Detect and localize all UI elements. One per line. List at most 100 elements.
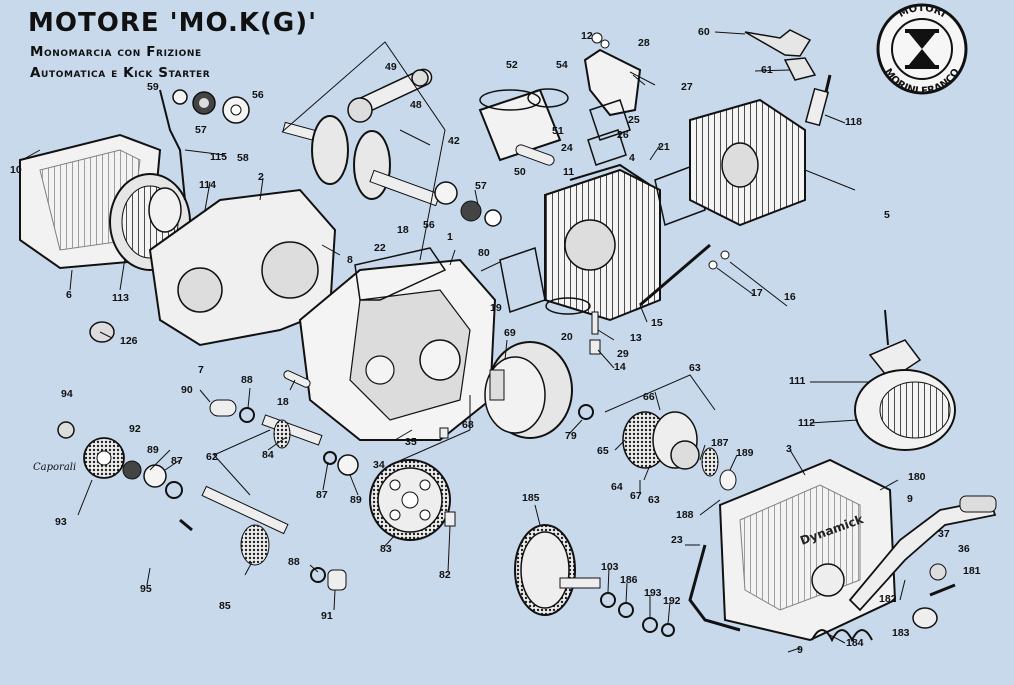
part-number-label: 15 bbox=[651, 317, 663, 329]
part-rubber-183 bbox=[912, 607, 938, 629]
part-number-label: 82 bbox=[439, 569, 451, 581]
part-piston bbox=[478, 88, 569, 166]
part-number-label: 63 bbox=[648, 494, 660, 506]
part-number-label: 111 bbox=[789, 375, 806, 387]
part-number-label: 189 bbox=[736, 447, 754, 459]
part-sprocket bbox=[83, 437, 125, 479]
part-number-label: 4 bbox=[629, 152, 635, 164]
diagram-title: MOTORE 'MO.K(G)' bbox=[28, 8, 318, 38]
part-number-label: 60 bbox=[698, 26, 710, 38]
part-number-label: 88 bbox=[288, 556, 300, 568]
part-spring-184 bbox=[811, 629, 873, 643]
part-number-label: 56 bbox=[252, 89, 264, 101]
part-number-label: 187 bbox=[711, 437, 729, 449]
part-gasket-19 bbox=[499, 247, 546, 313]
part-washer-88 bbox=[239, 407, 255, 423]
part-number-label: 34 bbox=[373, 459, 385, 471]
part-number-label: 27 bbox=[681, 81, 693, 93]
part-number-label: 87 bbox=[171, 455, 183, 467]
part-number-label: 180 bbox=[908, 471, 926, 483]
part-clutch-assembly bbox=[622, 411, 737, 491]
part-number-label: 35 bbox=[405, 436, 417, 448]
morini-logo: MOTORI MORINI FRANCO bbox=[876, 3, 968, 97]
part-number-label: 192 bbox=[663, 595, 681, 607]
part-pin-13 bbox=[591, 311, 599, 335]
part-number-label: 57 bbox=[195, 124, 207, 136]
part-number-label: 61 bbox=[761, 64, 773, 76]
part-number-label: 85 bbox=[219, 600, 231, 612]
part-number-label: 91 bbox=[321, 610, 333, 622]
part-number-label: 28 bbox=[638, 37, 650, 49]
part-number-label: 89 bbox=[147, 444, 159, 456]
part-plug-cap bbox=[744, 29, 817, 81]
part-number-label: 84 bbox=[262, 449, 274, 461]
part-spark-plug bbox=[804, 74, 832, 127]
part-number-label: 83 bbox=[380, 543, 392, 555]
part-cylinder-head bbox=[689, 98, 806, 227]
part-number-label: 1 bbox=[447, 231, 453, 243]
part-number-label: 66 bbox=[643, 391, 655, 403]
part-primary-gear bbox=[369, 459, 451, 541]
part-number-label: 89 bbox=[350, 494, 362, 506]
part-number-label: 182 bbox=[879, 593, 897, 605]
part-crankcase-gasket bbox=[354, 247, 447, 301]
part-number-label: 36 bbox=[958, 543, 970, 555]
part-number-label: 118 bbox=[845, 116, 862, 128]
part-number-label: 188 bbox=[676, 509, 694, 521]
part-washer-88b bbox=[310, 567, 326, 583]
part-cable-23 bbox=[688, 544, 741, 632]
part-number-label: 68 bbox=[462, 419, 474, 431]
part-washer-103 bbox=[600, 592, 616, 608]
part-number-label: 67 bbox=[630, 490, 642, 502]
part-crankshaft bbox=[282, 115, 441, 207]
part-number-label: 17 bbox=[751, 287, 763, 299]
diagram-subtitle-line1: Monomarcia con Frizione bbox=[30, 44, 202, 60]
part-number-label: 6 bbox=[66, 289, 72, 301]
part-intake-manifold bbox=[583, 32, 642, 166]
part-crankcase-left bbox=[148, 188, 337, 347]
part-washer-87 bbox=[165, 481, 183, 499]
part-number-label: 54 bbox=[556, 59, 568, 71]
part-nut-36 bbox=[929, 563, 947, 581]
part-number-label: 181 bbox=[963, 565, 981, 577]
part-nut-34 bbox=[439, 427, 449, 439]
part-number-label: 7 bbox=[198, 364, 204, 376]
part-number-label: 48 bbox=[410, 99, 422, 111]
part-clutch-bell bbox=[484, 341, 573, 439]
part-number-label: 59 bbox=[147, 81, 159, 93]
part-washer-79 bbox=[578, 404, 594, 420]
part-number-label: 90 bbox=[181, 384, 193, 396]
part-wires bbox=[159, 89, 186, 201]
part-bearing-89 bbox=[143, 464, 167, 488]
part-nut bbox=[720, 250, 730, 260]
part-number-label: 42 bbox=[448, 135, 460, 147]
part-number-label: 79 bbox=[565, 430, 577, 442]
part-gasket-20 bbox=[545, 297, 591, 315]
part-number-label: 126 bbox=[120, 335, 138, 347]
part-number-label: 112 bbox=[798, 417, 815, 429]
part-number-label: 52 bbox=[506, 59, 518, 71]
part-number-label: 26 bbox=[617, 129, 629, 141]
part-number-label: 2 bbox=[258, 171, 264, 183]
part-number-label: 24 bbox=[561, 142, 573, 154]
part-number-label: 58 bbox=[237, 152, 249, 164]
part-number-label: 103 bbox=[601, 561, 619, 573]
part-number-label: 16 bbox=[784, 291, 796, 303]
part-cap-126 bbox=[89, 321, 115, 343]
part-number-label: 69 bbox=[504, 327, 516, 339]
part-bushing-91 bbox=[327, 569, 347, 591]
part-number-label: 64 bbox=[611, 481, 623, 493]
part-number-label: 3 bbox=[786, 443, 792, 455]
part-nut-94 bbox=[57, 421, 75, 439]
part-number-label: 183 bbox=[892, 627, 910, 639]
part-stud bbox=[639, 243, 711, 307]
part-number-label: 88 bbox=[241, 374, 253, 386]
part-number-label: 93 bbox=[55, 516, 67, 528]
part-number-label: 22 bbox=[374, 242, 386, 254]
part-number-label: 184 bbox=[846, 637, 864, 649]
part-bolt-82 bbox=[444, 511, 456, 527]
part-number-label: 9 bbox=[907, 493, 913, 505]
part-number-label: 63 bbox=[689, 362, 701, 374]
part-washer-186 bbox=[618, 602, 634, 618]
